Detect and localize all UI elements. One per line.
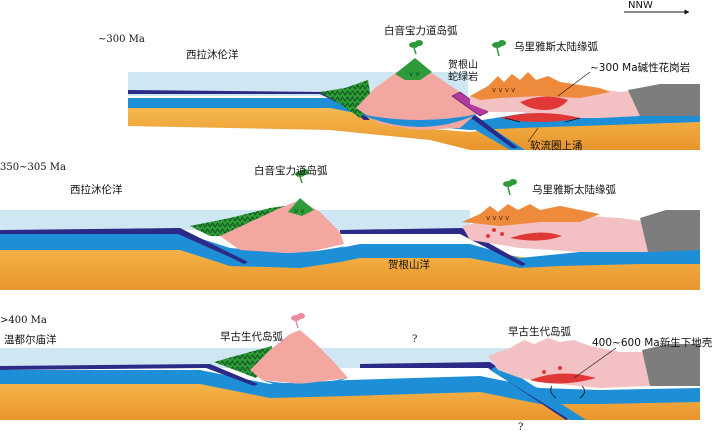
- panel-3-question-bottom: ?: [518, 422, 524, 433]
- continental-crust: [488, 338, 650, 388]
- basement-block: [642, 344, 700, 386]
- lithosphere-layer: [0, 370, 700, 404]
- arc-volcano: [395, 58, 432, 80]
- panel-2-hegenshan-ocean-label: 贺根山洋: [388, 259, 430, 271]
- lithosphere-layer: [128, 98, 700, 130]
- panel-1-ophiolite-label-1: 贺根山: [448, 60, 478, 71]
- panel-3-age: >400 Ma: [0, 315, 47, 326]
- melt-lens: [510, 232, 562, 241]
- upper-crust: [470, 72, 610, 100]
- mantle-layer: [0, 380, 700, 420]
- oceanic-crust-right: [460, 108, 518, 148]
- svg-text:v v: v v: [409, 70, 420, 78]
- granite-leader: [557, 71, 591, 97]
- upwelling-arrows: [504, 117, 581, 123]
- oceanic-crust: [128, 90, 370, 120]
- continental-plume-icon: [503, 179, 517, 196]
- continental-plume-icon: [492, 40, 506, 57]
- arc-body: [356, 62, 478, 130]
- panel-3-crust-label: 400~600 Ma新生下地壳: [592, 337, 712, 349]
- upper-crust: [462, 204, 600, 226]
- panel-1-continental-arc-label: 乌里雅斯太陆缘弧: [514, 41, 598, 53]
- arc-base-lens: [230, 246, 346, 260]
- compass-label: NNW: [628, 0, 653, 11]
- panel-1-ophiolite-label-2: 蛇绿岩: [448, 72, 478, 83]
- upwelling-arrows: [550, 385, 585, 399]
- upwelling-leader: [527, 127, 539, 143]
- arc-plume-icon: [409, 40, 423, 55]
- oceanic-crust: [0, 364, 258, 386]
- panel-350-305ma: v v v v v v: [0, 169, 700, 290]
- crust-leader: [573, 347, 617, 379]
- panel-2-age: 350~305 Ma: [0, 162, 66, 173]
- melt-lens: [500, 113, 580, 122]
- subducting-slab: [490, 364, 586, 420]
- arc-plume-icon: [291, 313, 305, 329]
- panel-3-arc-right-label: 早古生代岛弧: [508, 326, 571, 338]
- svg-text:v v v v: v v v v: [492, 86, 515, 94]
- svg-text:v v v v: v v v v: [486, 214, 509, 222]
- panel-300ma: v v v v v v: [128, 40, 700, 150]
- panel-3-arc-left-label: 早古生代岛弧: [220, 331, 283, 343]
- basement-block: [628, 84, 700, 116]
- panel-2-ocean-label: 西拉沐伦洋: [70, 184, 123, 196]
- arc-body: [220, 200, 344, 254]
- arc-volcano: [288, 198, 314, 216]
- panel-2-arc-label: 白音宝力道岛弧: [254, 165, 328, 177]
- arc-base-lens: [262, 378, 348, 388]
- panel-2-continental-arc-label: 乌里雅斯太陆缘弧: [532, 184, 616, 196]
- arc-base-lens: [360, 114, 478, 127]
- arc-body: [250, 330, 348, 384]
- panel-1-age: ~300 Ma: [98, 34, 145, 45]
- panel-1-ocean-label: 西拉沐伦洋: [186, 49, 239, 61]
- svg-text:v v: v v: [294, 207, 305, 215]
- oceanic-crust-right: [340, 228, 526, 266]
- basement-block: [640, 210, 700, 252]
- granite-intrusion: [520, 96, 568, 110]
- oceanic-crust: [0, 228, 248, 264]
- lithosphere-layer: [0, 232, 700, 268]
- panel-1-upwelling-label: 软流圈上涌: [530, 140, 583, 152]
- arc-plume-icon: [295, 169, 309, 184]
- mantle-layer: [0, 242, 700, 290]
- panel-1-arc-label: 白音宝力道岛弧: [384, 25, 458, 37]
- melt-lens: [530, 373, 596, 384]
- panel-3-ocean-label: 温都尔庙洋: [4, 334, 57, 346]
- panel-1-granite-label: ~300 Ma碱性花岗岩: [590, 62, 691, 74]
- panel-3-question-top: ?: [412, 334, 418, 345]
- panel-400ma: [0, 313, 700, 420]
